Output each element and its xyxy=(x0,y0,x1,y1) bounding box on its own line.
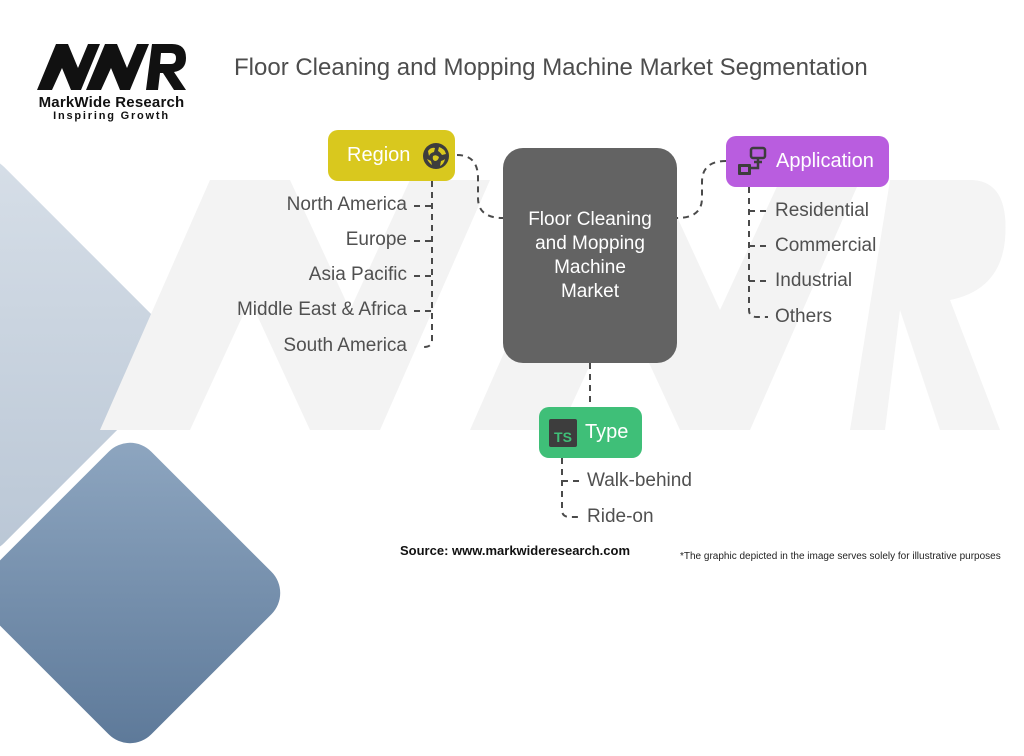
category-region-label: Region xyxy=(347,144,411,166)
type-item: Walk-behind xyxy=(587,470,692,491)
network-devices-icon xyxy=(738,146,767,175)
footer-disclaimer: *The graphic depicted in the image serve… xyxy=(680,551,1001,562)
footer-source: Source: www.markwideresearch.com xyxy=(400,543,631,558)
ts-badge-icon: TS xyxy=(549,418,577,447)
type-item: Ride-on xyxy=(587,506,654,527)
category-region: Region xyxy=(328,130,455,181)
application-item: Others xyxy=(775,306,833,327)
region-item: Asia Pacific xyxy=(308,264,407,285)
category-application: Application xyxy=(726,136,889,187)
category-type-label: Type xyxy=(585,421,629,443)
application-item: Industrial xyxy=(775,270,853,291)
region-item: South America xyxy=(283,335,407,356)
brand-logo: MarkWide Research Inspiring Growth xyxy=(34,40,189,122)
page-title: Floor Cleaning and Mopping Machine Marke… xyxy=(234,54,868,81)
mwr-logo-icon xyxy=(37,44,186,90)
category-application-label: Application xyxy=(776,150,874,172)
category-type: TS Type xyxy=(539,407,642,458)
center-node-label: Floor Cleaning and Mopping Machine Marke… xyxy=(528,208,652,302)
application-item: Residential xyxy=(775,200,869,221)
application-item: Commercial xyxy=(775,235,877,256)
logo-company-name: MarkWide Research xyxy=(38,94,185,111)
center-node: Floor Cleaning and Mopping Machine Marke… xyxy=(503,148,677,363)
region-item: North America xyxy=(286,194,407,215)
logo-tagline: Inspiring Growth xyxy=(53,110,170,122)
region-item: Middle East & Africa xyxy=(236,299,407,320)
connector-type-spine xyxy=(561,458,580,518)
region-item: Europe xyxy=(345,229,407,250)
globe-icon xyxy=(423,142,450,169)
